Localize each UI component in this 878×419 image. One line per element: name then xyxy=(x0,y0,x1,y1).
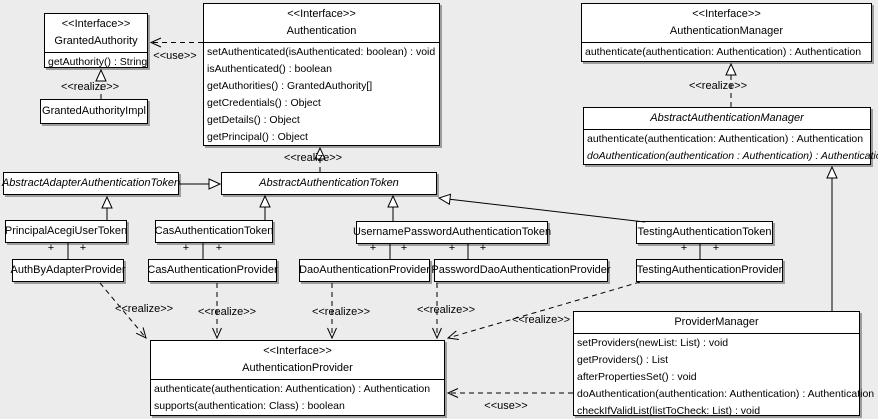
method-label: authenticate(authentication: Authenticat… xyxy=(587,133,864,145)
class-name: AbstractAuthenticationManager xyxy=(650,112,804,124)
stereotype-label: <<Interface>> xyxy=(287,8,356,20)
method-label: authenticate(authentication: Authenticat… xyxy=(585,46,862,58)
class-name: PrincipalAcegiUserToken xyxy=(4,225,128,237)
method-label: authenticate(authentication: Authenticat… xyxy=(154,383,431,395)
edge-label-realize: <<realize>> xyxy=(197,306,257,318)
class-box-authentication: <<Interface>> Authentication setAuthenti… xyxy=(203,3,440,146)
class-header: <<Interface>> AuthenticationManager xyxy=(582,4,871,43)
edge-label-use: <<use>> xyxy=(484,400,528,412)
stereotype-label: <<Interface>> xyxy=(263,345,332,357)
class-box-authentication-manager: <<Interface>> AuthenticationManager auth… xyxy=(581,3,872,62)
association-end-marker: + xyxy=(712,242,720,254)
association-end-marker: + xyxy=(79,242,87,254)
edge-label-realize: <<realize>> xyxy=(283,152,343,164)
edge-label-realize: <<realize>> xyxy=(311,306,371,318)
class-box-cas-authentication-provider: CasAuthenticationProvider xyxy=(147,259,278,282)
method-label: getPrincipal() : Object xyxy=(207,131,308,143)
edge-label-realize: <<realize>> xyxy=(511,314,571,326)
class-name: ProviderManager xyxy=(674,316,759,328)
class-box-testing-authentication-provider: TestingAuthenticationProvider xyxy=(636,259,783,282)
class-box-password-dao-authentication-provider: PasswordDaoAuthenticationProvider xyxy=(431,259,611,282)
class-header: <<Interface>> AuthenticationProvider xyxy=(151,341,444,380)
class-box-abstract-authentication-manager: AbstractAuthenticationManager authentica… xyxy=(583,107,878,165)
class-name: CasAuthenticationToken xyxy=(154,225,274,237)
class-header: AbstractAuthenticationManager xyxy=(584,108,870,130)
edge-label-realize: <<realize>> xyxy=(416,304,476,316)
association-end-marker: + xyxy=(479,242,487,254)
association-end-marker: + xyxy=(47,242,55,254)
stereotype-label: <<Interface>> xyxy=(692,8,761,20)
method-label: checkIfValidList(listToCheck: List) : vo… xyxy=(577,405,761,417)
class-box-principal-acegi-user-token: PrincipalAcegiUserToken xyxy=(5,220,127,243)
class-name: DaoAuthenticationProvider xyxy=(299,264,430,276)
class-box-username-password-authentication-token: UsernamePasswordAuthenticationToken xyxy=(352,221,552,244)
method-label: getProviders() : List xyxy=(577,354,669,366)
method-label: getCredentials() : Object xyxy=(207,97,321,109)
edge-label-realize: <<realize>> xyxy=(114,303,174,315)
class-name: GrantedAuthorityImpl xyxy=(42,105,146,117)
class-box-granted-authority: <<Interface>> GrantedAuthority getAuthor… xyxy=(44,13,148,68)
class-name: GrantedAuthority xyxy=(54,35,138,47)
method-label: doAuthentication(authentication: Authent… xyxy=(577,388,875,400)
association-end-marker: + xyxy=(680,242,688,254)
class-name: CasAuthenticationProvider xyxy=(147,264,278,276)
association-end-marker: + xyxy=(448,242,456,254)
class-header: ProviderManager xyxy=(574,312,859,334)
association-end-marker: + xyxy=(369,242,377,254)
method-label: isAuthenticated() : boolean xyxy=(207,63,332,75)
stereotype-label: <<Interface>> xyxy=(61,18,131,30)
method-label: getAuthority() : String xyxy=(48,56,148,68)
class-box-provider-manager: ProviderManager setProviders(newList: Li… xyxy=(573,311,875,417)
edge-label-realize: <<realize>> xyxy=(60,81,120,93)
method-label: setProviders(newList: List) : void xyxy=(577,337,729,349)
class-box-dao-authentication-provider: DaoAuthenticationProvider xyxy=(299,259,430,282)
method-label: getAuthorities() : GrantedAuthority[] xyxy=(207,80,373,92)
class-name: AbstractAuthenticationToken xyxy=(259,177,399,189)
class-box-auth-by-adapter-provider: AuthByAdapterProvider xyxy=(10,259,126,282)
class-name: AuthenticationManager xyxy=(669,25,784,37)
class-name: PasswordDaoAuthenticationProvider xyxy=(431,264,611,276)
class-header: <<Interface>> GrantedAuthority xyxy=(45,14,147,53)
edge-label-use: <<use>> xyxy=(153,50,197,62)
association-end-marker: + xyxy=(182,242,190,254)
class-box-abstract-adapter-authentication-token: AbstractAdapterAuthenticationToken xyxy=(1,172,181,195)
class-box-granted-authority-impl: GrantedAuthorityImpl xyxy=(40,99,148,124)
method-label: supports(authentication: Class) : boolea… xyxy=(154,400,345,412)
class-box-testing-authentication-token: TestingAuthenticationToken xyxy=(636,221,773,244)
method-label: getDetails() : Object xyxy=(207,114,300,126)
class-name: AuthenticationProvider xyxy=(242,362,353,374)
method-label: setAuthenticated(isAuthenticated: boolea… xyxy=(207,46,436,58)
method-label: doAuthentication(authentication : Authen… xyxy=(587,150,878,162)
class-name: UsernamePasswordAuthenticationToken xyxy=(352,226,552,238)
class-name: TestingAuthenticationToken xyxy=(637,226,772,238)
class-name: AbstractAdapterAuthenticationToken xyxy=(1,177,181,189)
class-name: TestingAuthenticationProvider xyxy=(636,264,783,276)
generalization-edge-testing-token xyxy=(437,193,646,223)
class-box-abstract-authentication-token: AbstractAuthenticationToken xyxy=(221,172,437,195)
method-label: afterPropertiesSet() : void xyxy=(577,371,697,383)
class-name: AuthByAdapterProvider xyxy=(10,264,126,276)
class-box-authentication-provider: <<Interface>> AuthenticationProvider aut… xyxy=(150,340,445,416)
association-end-marker: + xyxy=(400,242,408,254)
class-name: Authentication xyxy=(286,25,357,37)
association-end-marker: + xyxy=(215,242,223,254)
edge-label-realize: <<realize>> xyxy=(688,80,748,92)
class-box-cas-authentication-token: CasAuthenticationToken xyxy=(155,220,273,243)
class-header: <<Interface>> Authentication xyxy=(204,4,439,43)
